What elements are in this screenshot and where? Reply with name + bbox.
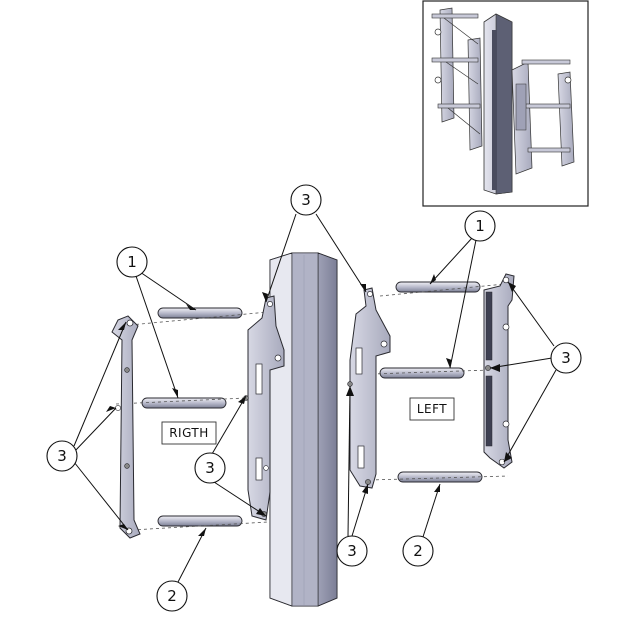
label-rigth-text: RIGTH xyxy=(169,426,209,440)
callout-label: 2 xyxy=(413,542,423,560)
outer-bracket-rigth xyxy=(111,315,141,539)
callout-3-middle: 3 xyxy=(194,452,226,484)
inner-bracket-left xyxy=(347,287,391,489)
central-post xyxy=(269,252,338,607)
callout-label: 3 xyxy=(347,542,357,560)
rod-right-top xyxy=(395,281,481,293)
callout-label: 3 xyxy=(205,459,215,477)
callout-1-right: 1 xyxy=(464,210,496,242)
label-left-text: LEFT xyxy=(417,402,447,416)
rod-right-bottom xyxy=(397,471,483,483)
rod-right-middle xyxy=(379,367,465,379)
callout-1-left: 1 xyxy=(116,246,148,278)
callout-2-right: 2 xyxy=(402,535,434,567)
callout-3-top: 3 xyxy=(290,184,322,216)
callout-label: 3 xyxy=(301,191,311,209)
label-left: LEFT xyxy=(409,397,455,421)
rod-left-top xyxy=(157,307,243,319)
callout-label: 2 xyxy=(167,587,177,605)
callout-label: 3 xyxy=(561,349,571,367)
leader-lines xyxy=(73,213,557,583)
callout-label: 1 xyxy=(127,253,137,271)
callout-label: 3 xyxy=(57,447,67,465)
callout-3-leftside: 3 xyxy=(46,440,78,472)
inset-view xyxy=(422,0,589,207)
callout-3-bottom: 3 xyxy=(336,535,368,567)
leader-arrowheads xyxy=(106,274,516,536)
label-rigth: RIGTH xyxy=(161,421,217,445)
callout-label: 1 xyxy=(475,217,485,235)
callout-2-left: 2 xyxy=(156,580,188,612)
alignment-lines xyxy=(115,283,509,531)
callout-3-rightside: 3 xyxy=(550,342,582,374)
